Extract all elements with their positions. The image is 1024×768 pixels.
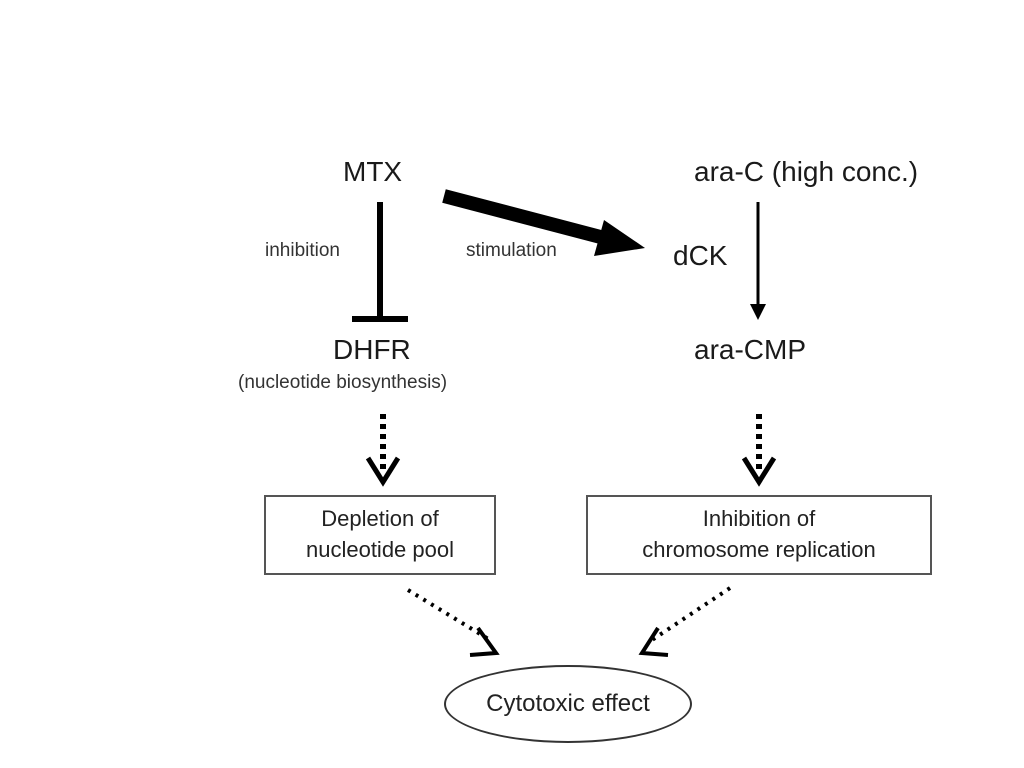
node-ara-c: ara-C (high conc.)	[694, 156, 919, 187]
inhibition-line1: Inhibition of	[702, 506, 816, 531]
conversion-arrow	[750, 202, 766, 320]
node-depletion-box: Depletion of nucleotide pool	[264, 495, 496, 575]
node-dhfr: DHFR	[333, 334, 411, 365]
node-mtx: MTX	[343, 156, 403, 187]
dotted-arrow-to-cytotoxic-left	[406, 588, 500, 657]
node-ara-cmp: ara-CMP	[694, 334, 807, 365]
node-inhibition-box: Inhibition of chromosome replication	[586, 495, 932, 575]
dotted-arrow-to-cytotoxic-right	[638, 586, 732, 657]
edge-label-stimulation: stimulation	[466, 240, 557, 261]
edge-label-inhibition: inhibition	[265, 240, 340, 261]
inhibition-line2: chromosome replication	[642, 537, 876, 562]
node-dck: dCK	[673, 240, 728, 271]
node-dhfr-subtitle: (nucleotide biosynthesis)	[238, 372, 448, 393]
node-cytotoxic-effect: Cytotoxic effect	[444, 665, 692, 743]
depletion-line2: nucleotide pool	[305, 537, 454, 562]
inhibition-edge	[352, 202, 408, 322]
depletion-line1: Depletion of	[321, 506, 439, 531]
dotted-arrow-left	[365, 414, 401, 487]
stimulation-arrow	[442, 189, 645, 256]
dotted-arrow-right	[741, 414, 777, 487]
